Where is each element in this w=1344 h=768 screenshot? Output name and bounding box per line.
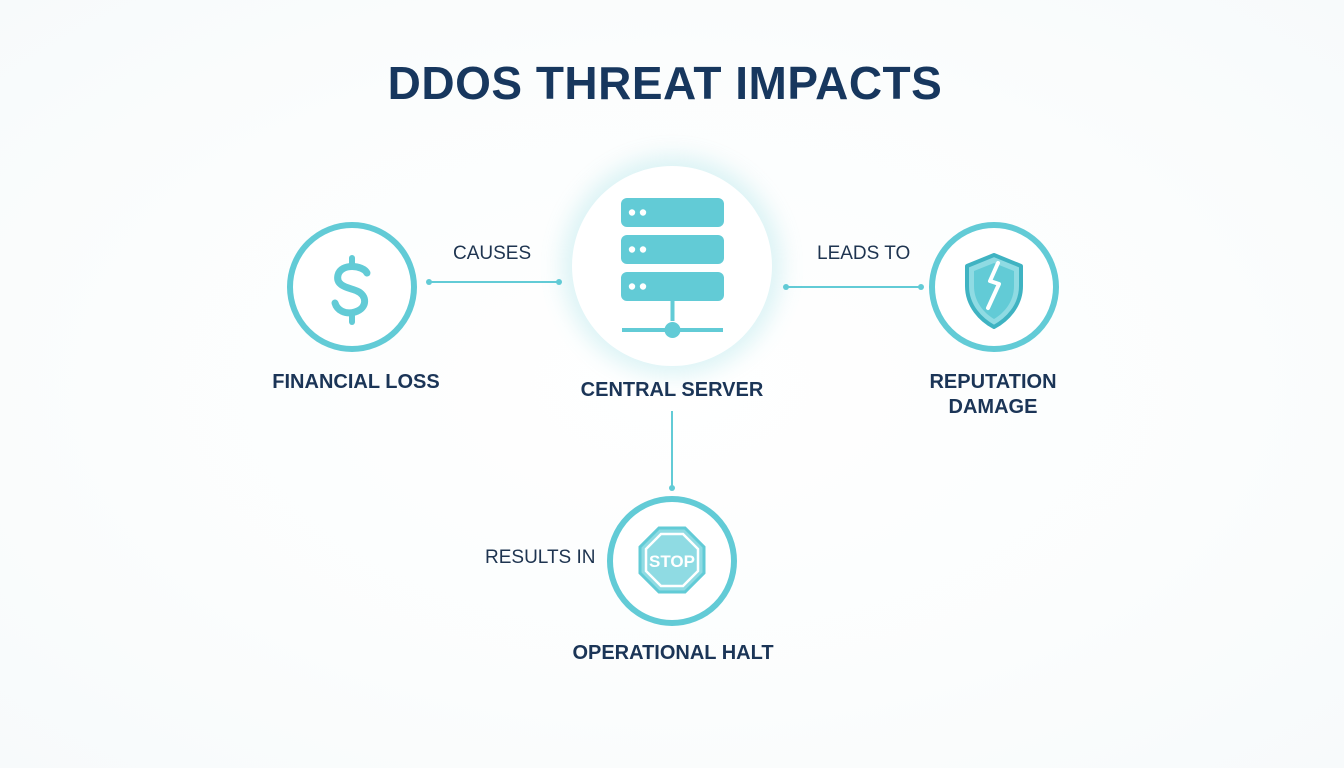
reputation-damage-label-line2: DAMAGE — [948, 396, 1038, 418]
reputation-damage-label: REPUTATION DAMAGE — [873, 370, 1113, 420]
operational-halt-label: OPERATIONAL HALT — [572, 642, 774, 664]
central-server-node — [572, 166, 772, 366]
stop-sign-text: STOP — [649, 552, 695, 571]
edge-label-results-in: RESULTS IN — [485, 547, 596, 568]
server-icon — [621, 198, 724, 338]
stop-sign-icon: STOP — [638, 526, 706, 594]
edge-results-in-line — [669, 411, 675, 491]
financial-loss-label: FINANCIAL LOSS — [272, 371, 440, 393]
edge-causes-line — [426, 279, 562, 285]
financial-loss-node — [287, 222, 417, 352]
edge-leads-to-line — [783, 284, 924, 290]
broken-shield-icon — [965, 253, 1023, 329]
edge-label-leads-to: LEADS TO — [817, 243, 911, 264]
edge-label-causes: CAUSES — [453, 243, 532, 264]
central-server-label: CENTRAL SERVER — [580, 379, 764, 401]
dollar-icon — [331, 255, 371, 325]
reputation-damage-label-line1: REPUTATION — [929, 371, 1057, 393]
operational-halt-node: STOP — [607, 496, 737, 626]
diagram-title: DDOS THREAT IMPACTS — [387, 57, 943, 109]
reputation-damage-node — [929, 222, 1059, 352]
